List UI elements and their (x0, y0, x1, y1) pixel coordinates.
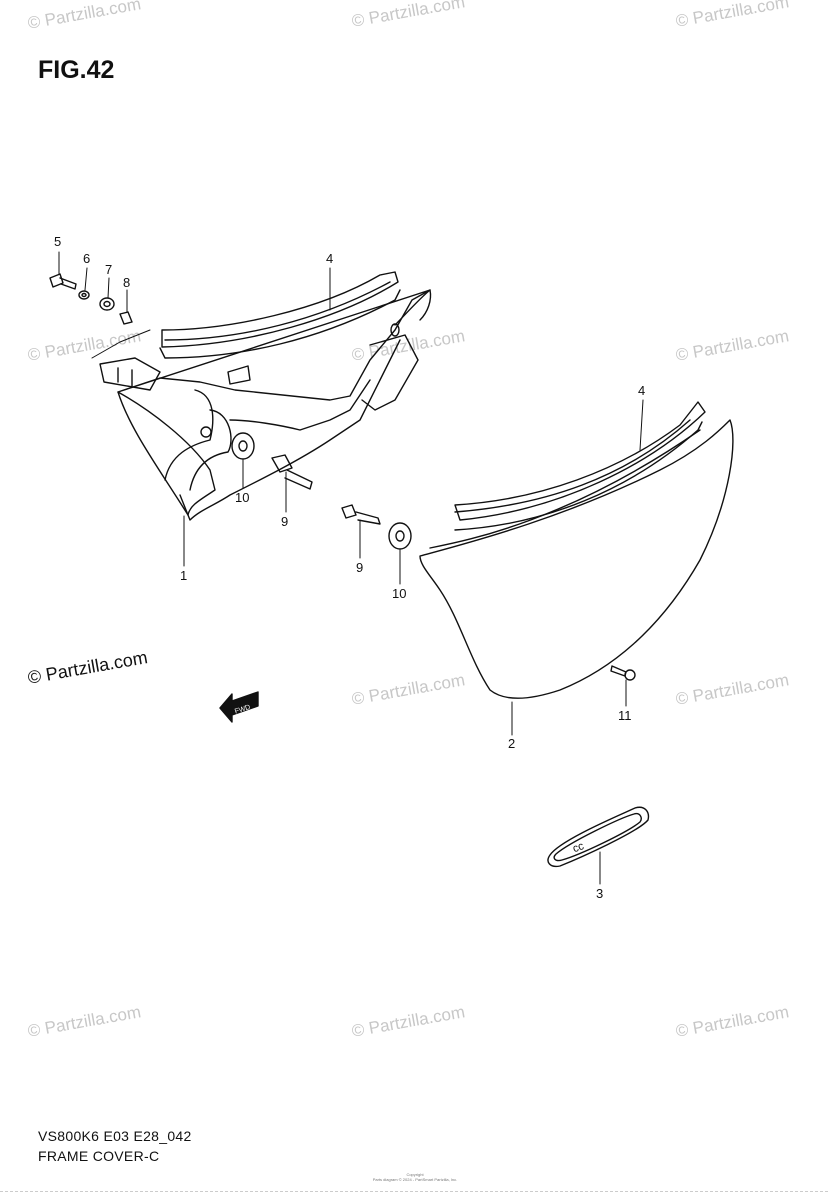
diagram-name: FRAME COVER-C (38, 1148, 160, 1164)
callout-7: 7 (105, 262, 112, 277)
collar-8 (119, 311, 133, 325)
grommet-7 (99, 297, 115, 311)
callout-4-left: 4 (326, 251, 333, 266)
copyright-line-1: Copyright (406, 1172, 424, 1177)
callout-2: 2 (508, 736, 515, 751)
trim-strip-right (454, 401, 706, 531)
copyright-line-2: Parts diagram © 2024 - PartSmart Partzil… (372, 1177, 458, 1182)
diagram-code: VS800K6 E03 E28_042 (38, 1128, 192, 1144)
bolt-9-lower (341, 504, 381, 525)
callout-9-lower: 9 (356, 560, 363, 575)
callout-5: 5 (54, 234, 61, 249)
bolt-5 (49, 273, 77, 290)
callout-10-upper: 10 (235, 490, 249, 505)
fwd-arrow-label: FWD (234, 704, 251, 716)
callout-9-upper: 9 (281, 514, 288, 529)
callout-11: 11 (618, 708, 632, 723)
callout-8: 8 (123, 275, 130, 290)
bottom-border (0, 1191, 828, 1192)
callout-4-right: 4 (638, 383, 645, 398)
callout-10-lower: 10 (392, 586, 406, 601)
frame-cover-right (419, 419, 734, 699)
svg-text:cc: cc (571, 840, 586, 855)
trim-strip-left (159, 271, 401, 359)
callout-3: 3 (596, 886, 603, 901)
washer-6 (78, 290, 90, 300)
bolt-9-upper (271, 454, 313, 490)
fwd-arrow-icon (219, 691, 259, 723)
grommet-10-lower (388, 522, 412, 550)
callout-6: 6 (83, 251, 90, 266)
frame-cover-left (99, 289, 432, 521)
copyright-notice: Copyright Parts diagram © 2024 - PartSma… (330, 1172, 500, 1182)
grommet-10-upper (231, 432, 255, 460)
figure-title: FIG.42 (38, 56, 115, 84)
emblem-3: cc (547, 806, 650, 868)
callout-1: 1 (180, 568, 187, 583)
screw-11 (610, 665, 636, 681)
